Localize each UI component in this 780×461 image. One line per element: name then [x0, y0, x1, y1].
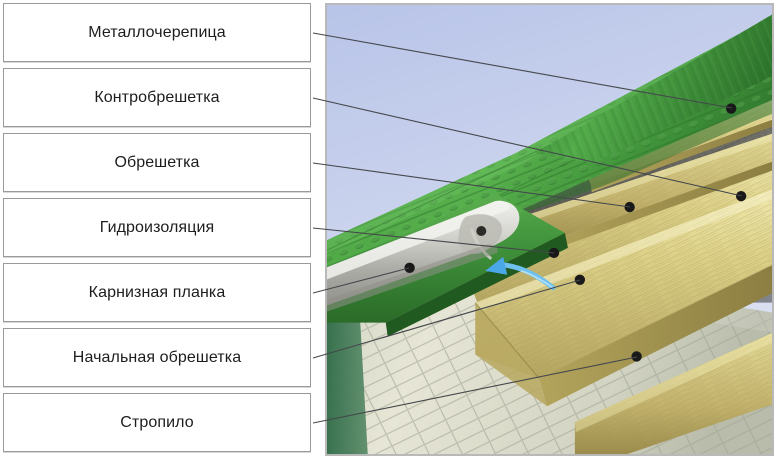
- legend-label-metallocherepica: Металлочерепица: [88, 23, 226, 41]
- legend-item-nachalnaya-obreshetka[interactable]: Начальная обрешетка: [3, 328, 311, 387]
- legend-item-stropilo[interactable]: Стропило: [3, 393, 311, 452]
- anchor-dot-kontrobreshetka: [735, 190, 747, 202]
- legend-label-kontrobreshetka: Контробрешетка: [94, 88, 220, 106]
- legend-list: Металлочерепица Контробрешетка Обрешетка…: [3, 3, 313, 458]
- legend-item-gidroizolyaciya[interactable]: Гидроизоляция: [3, 198, 311, 257]
- anchor-dot-karniznaya: [404, 262, 415, 274]
- legend-item-karniznaya-planka[interactable]: Карнизная планка: [3, 263, 311, 322]
- legend-label-stropilo: Стропило: [120, 413, 194, 431]
- anchor-dot-stropilo: [631, 351, 642, 362]
- anchor-dot-gidroizolyaciya: [548, 247, 560, 259]
- illustration-canvas: [326, 4, 773, 455]
- anchor-dot-obreshetka: [624, 201, 635, 213]
- legend-item-kontrobreshetka[interactable]: Контробрешетка: [3, 68, 311, 127]
- legend-item-metallocherepica[interactable]: Металлочерепица: [3, 3, 311, 62]
- legend-item-obreshetka[interactable]: Обрешетка: [3, 133, 311, 192]
- legend-label-karniznaya-planka: Карнизная планка: [88, 283, 226, 301]
- legend-label-obreshetka: Обрешетка: [114, 153, 200, 171]
- roof-structure-illustration: [325, 3, 774, 456]
- anchor-dot-nachalnaya: [574, 274, 586, 285]
- anchor-dot-metallocherepica: [726, 103, 737, 114]
- legend-label-gidroizolyaciya: Гидроизоляция: [99, 218, 215, 236]
- legend-label-nachalnaya-obreshetka: Начальная обрешетка: [72, 348, 242, 366]
